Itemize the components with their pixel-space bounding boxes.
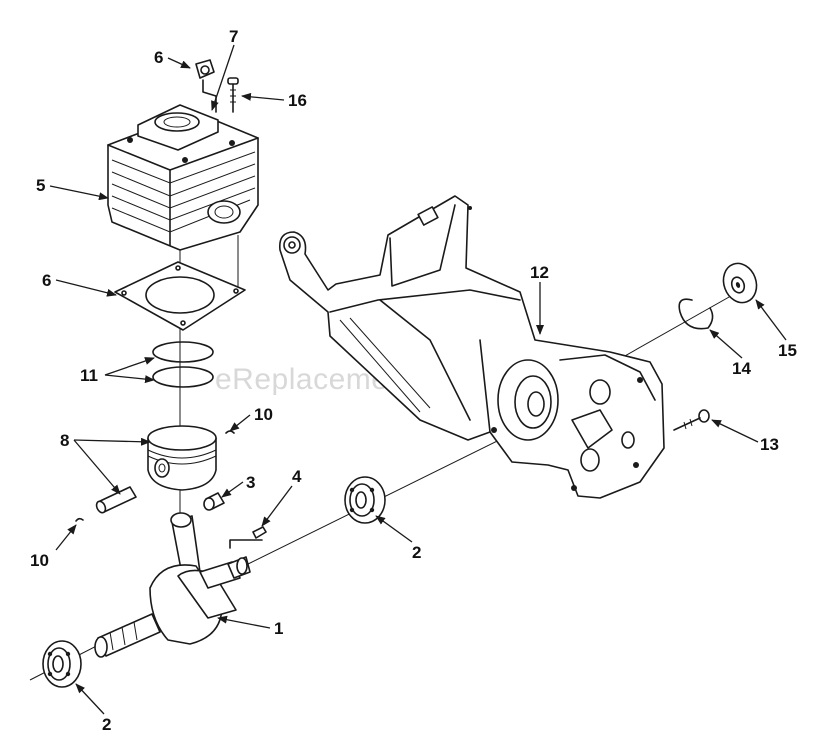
callout-2-left: 2 [102, 715, 111, 734]
piston [147, 425, 217, 491]
callout-12: 12 [530, 263, 549, 282]
callout-4: 4 [292, 467, 302, 486]
callout-6: 6 [42, 271, 51, 290]
ball-bearing-right [344, 476, 386, 524]
decompression-valve [195, 59, 217, 113]
callout-11: 11 [80, 366, 98, 385]
woodruff-key [252, 526, 267, 539]
oil-seal [722, 262, 758, 304]
crankshaft [94, 512, 263, 658]
callout-5: 5 [36, 176, 45, 195]
crankcase-screw [673, 409, 710, 431]
crankcase-circlip [678, 298, 714, 330]
callout-3: 3 [246, 473, 255, 492]
piston-rings [152, 341, 214, 388]
ball-bearing-left [42, 640, 82, 688]
callout-labels: 6 7 16 5 6 11 10 8 10 3 4 1 2 2 12 13 14… [30, 27, 797, 734]
needle-bearing [203, 492, 225, 511]
leader-lines [49, 44, 787, 715]
piston-pin [95, 486, 137, 514]
callout-8: 7 [229, 27, 238, 46]
callout-7: 6 [154, 48, 163, 67]
callout-2-right: 2 [412, 543, 421, 562]
cylinder-screw [227, 77, 239, 113]
callout-16: 16 [288, 91, 307, 110]
callout-1: 1 [274, 619, 283, 638]
circlip-upper [225, 430, 235, 434]
cylinder-gasket [114, 261, 246, 331]
callout-10-upper: 10 [254, 405, 273, 424]
callout-9: 8 [60, 431, 69, 450]
callout-13: 13 [760, 435, 779, 454]
callout-10-lower: 10 [30, 551, 49, 570]
cylinder [107, 104, 259, 251]
circlip-lower [75, 517, 84, 522]
callout-14: 14 [732, 359, 751, 378]
callout-15: 15 [778, 341, 797, 360]
crankcase [278, 195, 665, 499]
